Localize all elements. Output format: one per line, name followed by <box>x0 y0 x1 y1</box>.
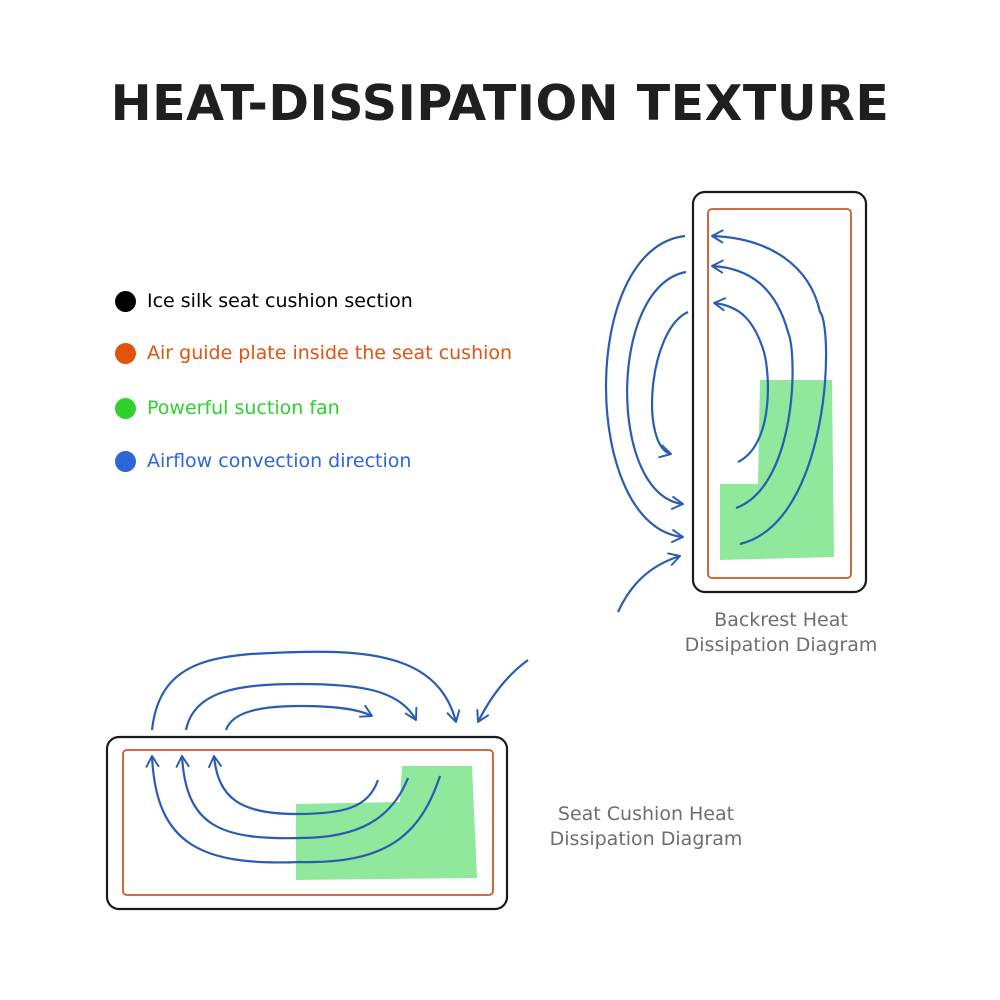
legend-label: Air guide plate inside the seat cushion <box>147 342 513 364</box>
seat-airflow-loop-middle <box>175 755 410 840</box>
seat-airflow-loop-inner <box>208 755 380 816</box>
seat-air-guide-plate <box>122 749 494 896</box>
legend-item-seat-section: Ice silk seat cushion section <box>115 288 413 314</box>
backrest-caption: Backrest Heat Dissipation Diagram <box>660 608 902 658</box>
backrest-airflow-loop-inner <box>713 297 770 463</box>
backrest-air-guide-plate <box>707 208 852 579</box>
legend-label: Ice silk seat cushion section <box>147 290 413 312</box>
seat-airflow-outer-arrow <box>150 650 461 731</box>
seat-caption: Seat Cushion Heat Dissipation Diagram <box>522 802 770 852</box>
seat-airflow-loop-outer <box>145 755 442 864</box>
legend-dot-blue <box>115 450 136 472</box>
seat-airflow-middle-arrow <box>184 682 418 731</box>
backrest-airflow-loop-middle <box>711 259 794 510</box>
legend-label: Airflow convection direction <box>147 450 412 472</box>
seat-caption-line2: Dissipation Diagram <box>549 828 743 850</box>
backrest-airflow-middle-arrow <box>626 270 687 510</box>
legend-item-airflow: Airflow convection direction <box>115 448 411 474</box>
backrest-airflow-intake-arrow <box>617 552 681 613</box>
legend-item-air-guide-plate: Air guide plate inside the seat cushion <box>115 340 512 366</box>
legend-dot-black <box>115 290 136 312</box>
backrest-suction-fan <box>720 380 834 560</box>
legend-label: Powerful suction fan <box>147 397 340 419</box>
legend-item-suction-fan: Powerful suction fan <box>115 395 340 421</box>
seat-airflow-inner-arrow <box>224 704 373 731</box>
legend-dot-orange <box>115 342 136 364</box>
backrest-diagram <box>605 190 868 613</box>
backrest-airflow-inner-arrow <box>650 310 689 459</box>
backrest-caption-line1: Backrest Heat <box>714 609 848 631</box>
seat-cushion-diagram <box>105 650 529 911</box>
backrest-caption-line2: Dissipation Diagram <box>684 634 878 656</box>
seat-airflow-intake-arrow <box>476 659 529 723</box>
legend-dot-green <box>115 397 136 419</box>
backrest-airflow-outer-arrow <box>605 234 686 543</box>
seat-caption-line1: Seat Cushion Heat <box>557 803 735 825</box>
backrest-airflow-loop-outer <box>711 229 828 546</box>
page-title: HEAT-DISSIPATION TEXTURE <box>110 75 890 132</box>
